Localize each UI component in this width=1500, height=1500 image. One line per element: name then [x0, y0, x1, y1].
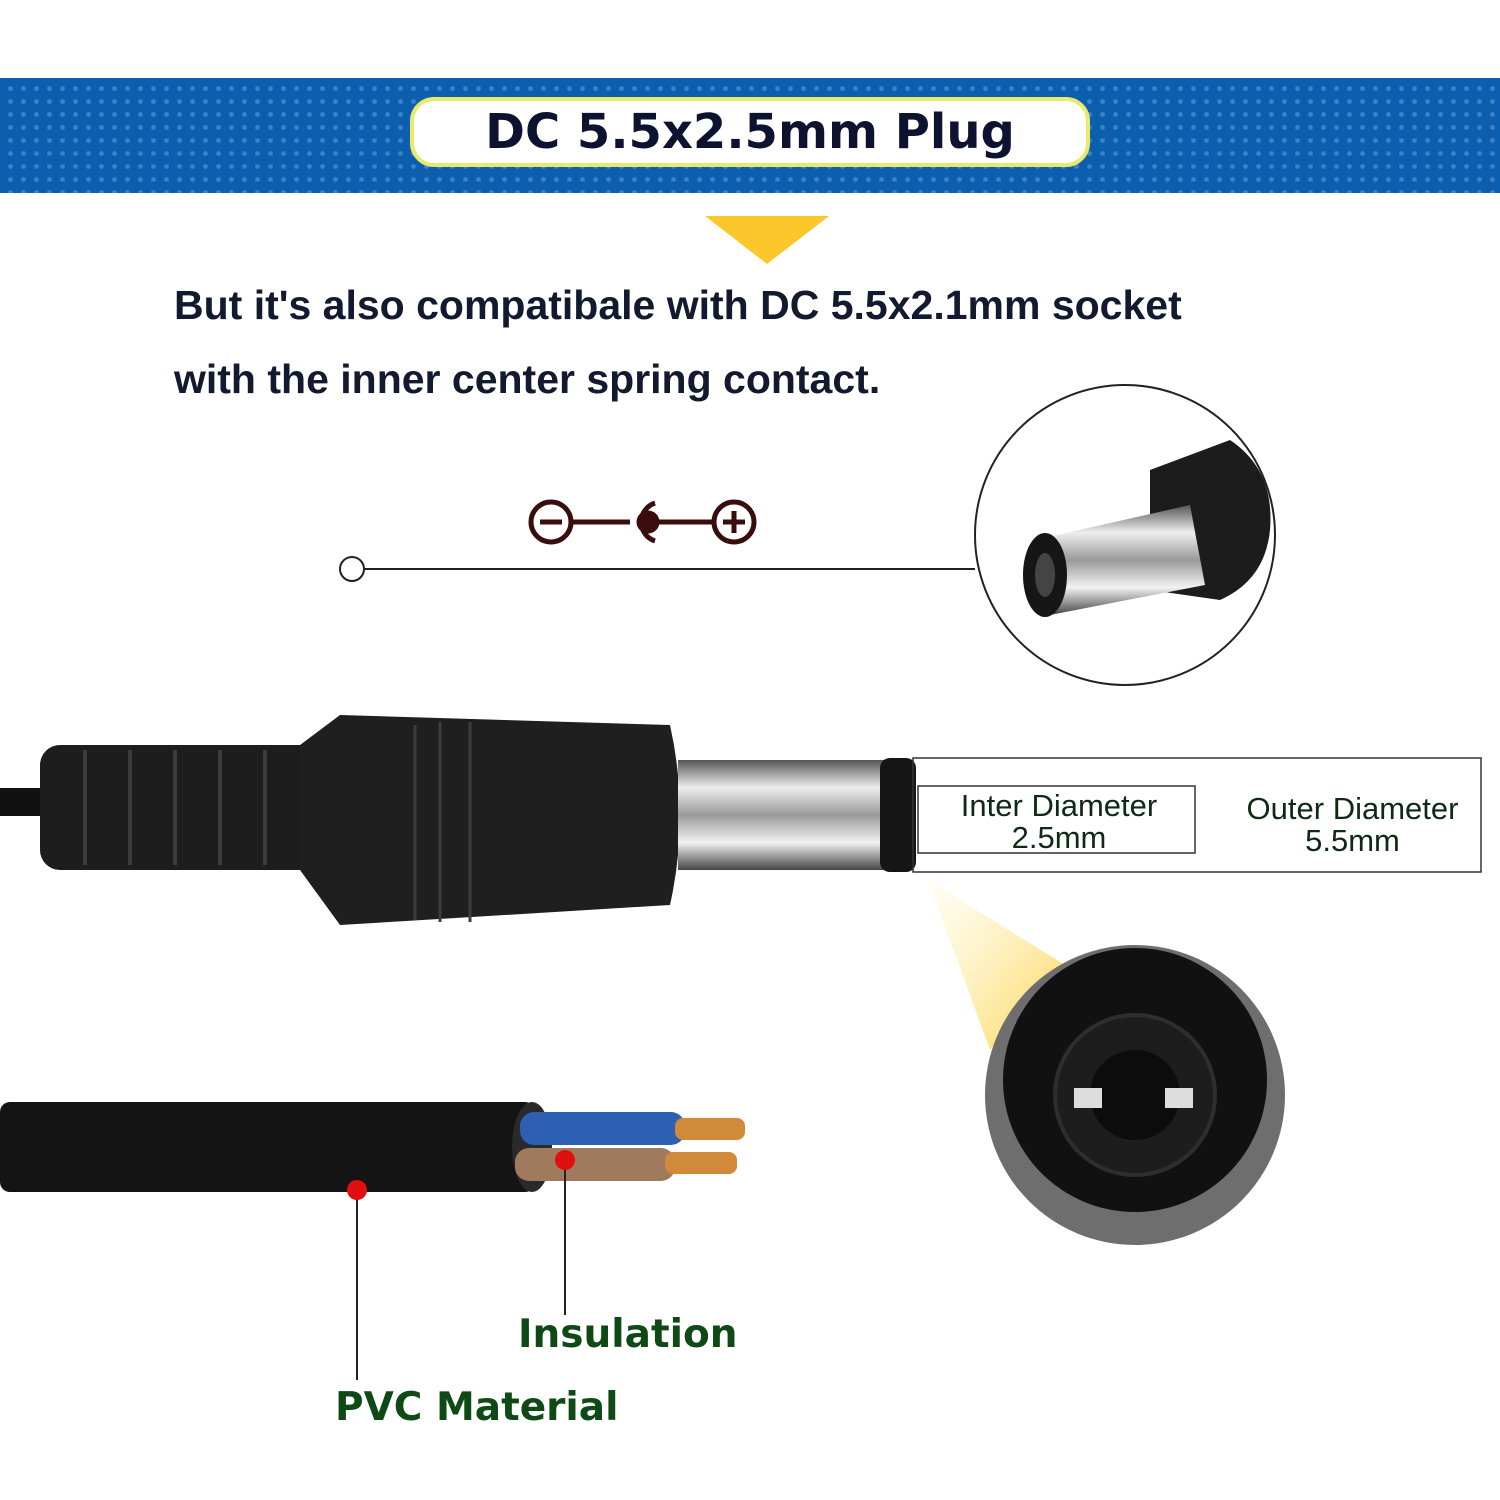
- outer-diameter-label: Outer Diameter 5.5mm: [1220, 793, 1485, 857]
- compatibility-note: But it's also compatibale with DC 5.5x2.…: [174, 268, 1374, 416]
- polarity-symbol-icon: [528, 499, 757, 545]
- pointer-dot: [339, 556, 365, 582]
- pvc-material-label: PVC Material: [335, 1385, 619, 1430]
- pvc-marker: [347, 1180, 367, 1200]
- inner-diameter-value: 2.5mm: [1011, 820, 1107, 855]
- insulation-label: Insulation: [518, 1312, 738, 1357]
- page-title: DC 5.5x2.5mm Plug: [410, 97, 1090, 167]
- insulation-marker: [555, 1150, 575, 1170]
- inner-diameter-box: [917, 785, 1196, 854]
- note-line-2: with the inner center spring contact.: [174, 356, 881, 402]
- down-arrow-icon: [705, 216, 829, 264]
- outer-diameter-box: [912, 757, 1482, 873]
- light-beam: [928, 880, 1065, 1050]
- callout-lines: [356, 1160, 566, 1380]
- outer-diameter-title: Outer Diameter: [1246, 791, 1459, 826]
- inner-diameter-label: Inter Diameter 2.5mm: [925, 790, 1193, 854]
- note-line-1: But it's also compatibale with DC 5.5x2.…: [174, 282, 1182, 328]
- cable-cross-section: [0, 1102, 745, 1192]
- plug-end-view: [985, 945, 1285, 1245]
- outer-diameter-value: 5.5mm: [1305, 823, 1400, 858]
- plug-body: [0, 715, 916, 925]
- inner-diameter-title: Inter Diameter: [960, 788, 1158, 823]
- magnified-plug-tip: [1023, 440, 1271, 617]
